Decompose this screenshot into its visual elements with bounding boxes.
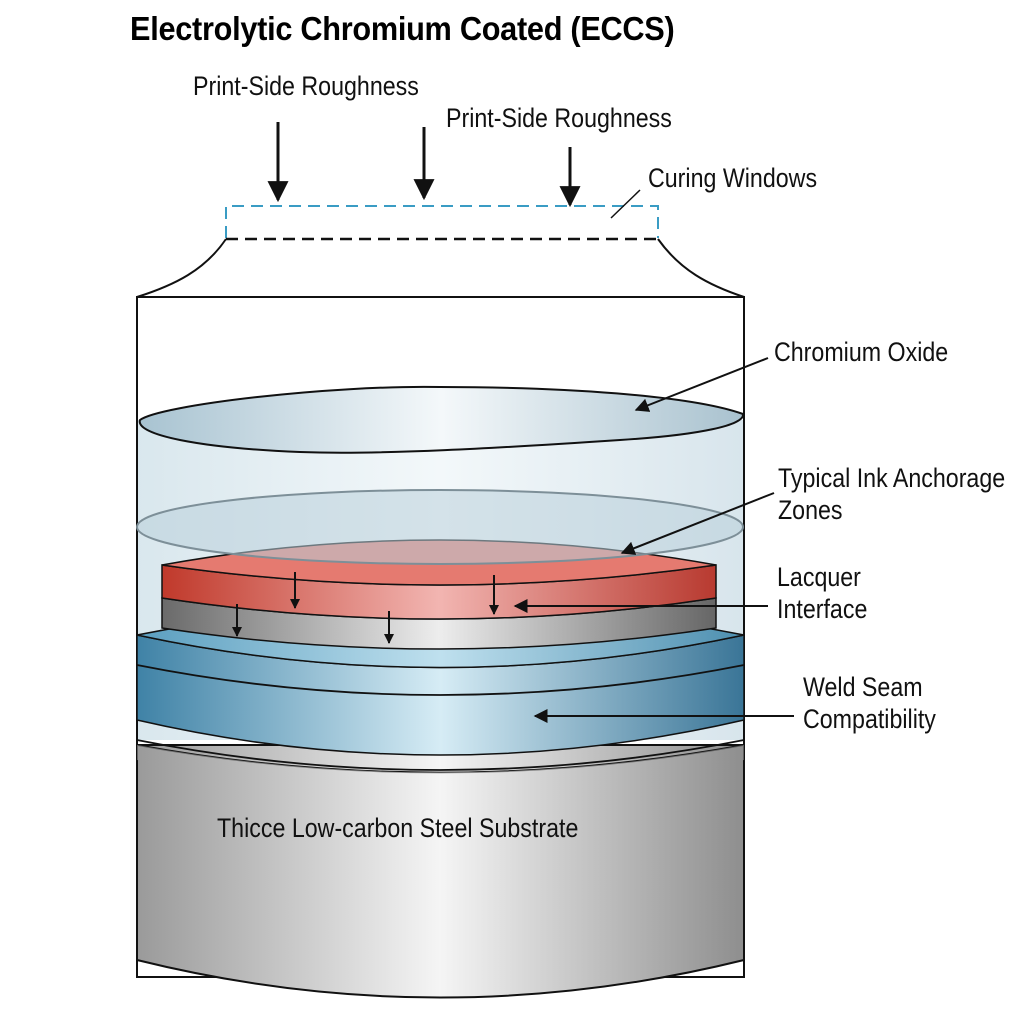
- label-ink-anchorage-line1: Typical Ink Anchorage: [778, 463, 1006, 493]
- ink-anchorage-disc: [136, 489, 744, 565]
- chromium-oxide-leader: [634, 357, 769, 412]
- can-neck: [136, 238, 745, 298]
- steel-substrate-layer: [136, 739, 745, 999]
- label-curing-windows: Curing Windows: [648, 163, 818, 193]
- label-ink-anchorage-line2: Zones: [778, 495, 843, 525]
- label-print-side-roughness-1: Print-Side Roughness: [193, 71, 419, 101]
- label-chromium-oxide: Chromium Oxide: [774, 337, 949, 367]
- label-lacquer-line2: Interface: [777, 594, 868, 624]
- label-print-side-roughness-2: Print-Side Roughness: [446, 103, 672, 133]
- diagram-title: Electrolytic Chromium Coated (ECCS): [130, 10, 675, 47]
- label-weld-seam: Weld Seam Compatibility: [803, 671, 936, 735]
- label-weld-seam-line1: Weld Seam: [803, 672, 923, 702]
- label-ink-anchorage: Typical Ink Anchorage Zones: [778, 462, 1005, 526]
- ink-anchorage-leader: [620, 492, 775, 555]
- curing-window-box: [225, 205, 659, 241]
- label-lacquer-interface: Lacquer Interface: [777, 561, 867, 625]
- chromium-oxide-disc: [138, 385, 744, 454]
- curing-window-leader: [610, 189, 641, 219]
- label-weld-seam-line2: Compatibility: [803, 704, 936, 734]
- label-steel-substrate: Thicce Low-carbon Steel Substrate: [217, 813, 579, 843]
- label-lacquer-line1: Lacquer: [777, 562, 861, 592]
